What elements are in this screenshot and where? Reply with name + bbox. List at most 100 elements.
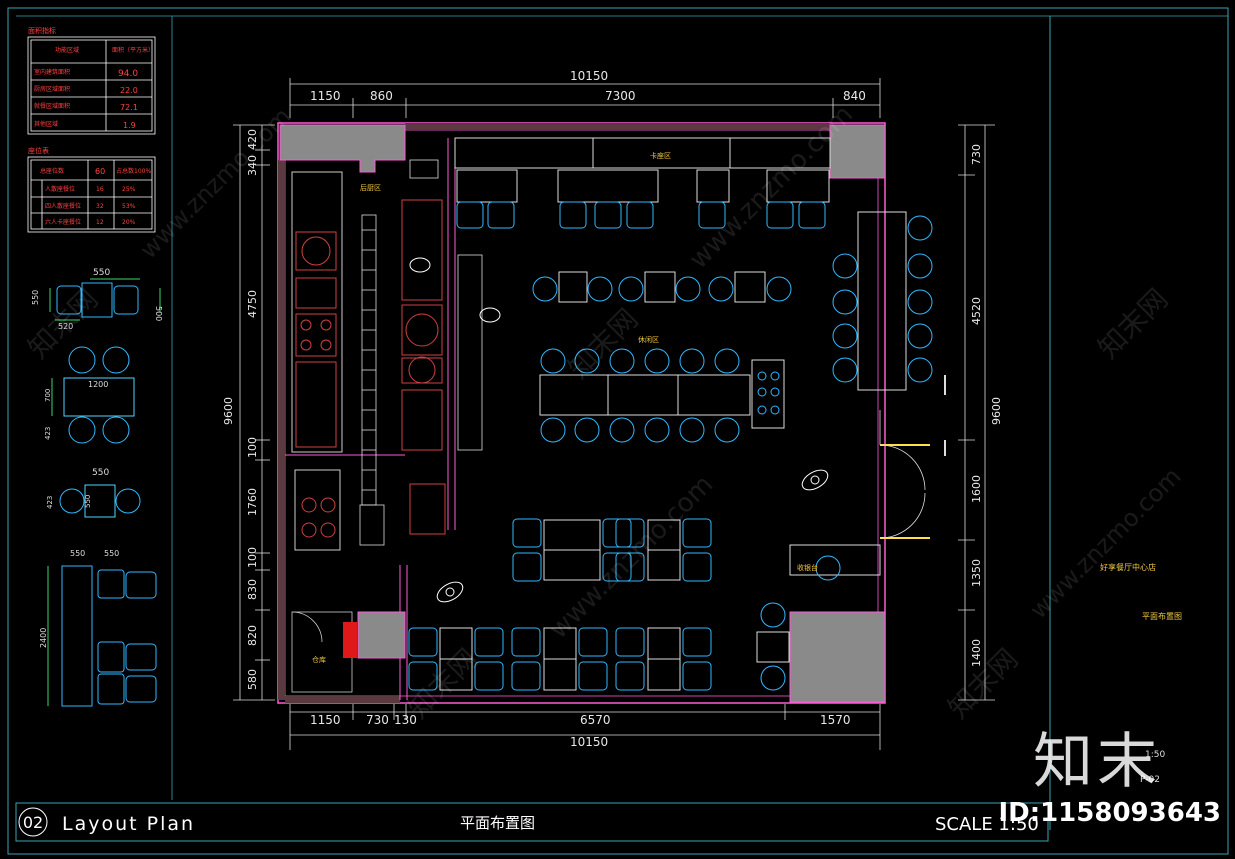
legend-two-seat-block <box>49 278 161 321</box>
sheet-id-small: P-02 <box>1140 775 1160 785</box>
dim-bottom-730: 730 <box>366 713 389 727</box>
legend-dim-423a: 423 <box>44 427 52 440</box>
dim-bottom-1150: 1150 <box>310 713 341 727</box>
kitchen-equipment <box>291 171 446 551</box>
seat-row3-count: 12 <box>96 219 104 226</box>
legend-dim-500: 500 <box>154 306 163 321</box>
seat-table-heading: 座位表 <box>28 146 49 155</box>
watermark-block: 知末 ID:1158093643 <box>998 730 1221 828</box>
seat-table <box>27 156 156 233</box>
seat-total-pct: 占总数100% <box>116 167 151 175</box>
seat-row1-count: 16 <box>96 186 104 193</box>
scale-label: SCALE 1:50 <box>935 814 1039 835</box>
dim-bottom-130: 130 <box>394 713 417 727</box>
project-name: 好享餐厅中心店 <box>1100 562 1156 572</box>
dining-tables-bottom <box>408 627 712 691</box>
storage-room <box>291 611 357 693</box>
dim-top-1150: 1150 <box>310 89 341 103</box>
watermark-logo: 知末 <box>1033 727 1161 797</box>
sheet-border <box>7 7 1229 855</box>
kitchen-label: 后厨区 <box>360 183 381 192</box>
seat-row3-pct: 20% <box>122 219 136 226</box>
dining-tables-middle <box>512 518 712 582</box>
legend-dim-550f: 550 <box>104 549 119 558</box>
dim-right-1350: 1350 <box>970 559 983 587</box>
dim-left-820: 820 <box>246 625 259 646</box>
seat-row1-label: 人散座餐位 <box>45 185 75 193</box>
dim-left-830: 830 <box>246 579 259 600</box>
dim-top-total: 10150 <box>570 69 608 83</box>
sheet-number: 02 <box>23 813 43 832</box>
structural-columns <box>279 124 886 703</box>
title-strip <box>15 802 1049 842</box>
cashier-counter <box>756 544 881 691</box>
kitchen-conveyor <box>359 159 483 546</box>
area-row3-label: 就餐区域面积 <box>34 102 70 110</box>
dining-tables-row2 <box>532 271 792 303</box>
dim-left-1760: 1760 <box>246 488 259 516</box>
booth-seating-top <box>454 137 831 229</box>
watermark-overlay: www.znzmo.com www.znzmo.com www.znzmo.co… <box>22 100 1187 725</box>
svg-text:知末网: 知末网 <box>1092 282 1175 365</box>
seat-row2-pct: 53% <box>122 203 136 210</box>
dim-left-100b: 100 <box>246 547 259 568</box>
legend-dim-2400: 2400 <box>39 628 48 648</box>
legend-dim-550c: 550 <box>92 468 109 478</box>
svg-text:www.znzmo.com: www.znzmo.com <box>134 102 296 264</box>
legend-dim-550b: 550 <box>31 290 40 305</box>
dim-top-840: 840 <box>843 89 866 103</box>
area-header-2: 面积（平方米） <box>112 46 154 54</box>
seat-row1-pct: 25% <box>122 186 136 193</box>
cashier-label: 收银台 <box>797 563 818 572</box>
person-figures <box>409 257 829 603</box>
sheet-name: 平面布置图 <box>1142 611 1182 621</box>
dim-bottom-1570: 1570 <box>820 713 851 727</box>
legend-dim-550d: 550 <box>84 495 92 508</box>
area-row1-value: 94.0 <box>118 69 138 79</box>
dim-right-4520: 4520 <box>970 297 983 325</box>
dimension-lines <box>233 78 995 750</box>
dim-left-580: 580 <box>246 669 259 690</box>
window-bar-table <box>832 211 933 391</box>
svg-text:知末网: 知末网 <box>562 302 645 385</box>
area-row2-label: 厨房区域面积 <box>34 85 70 93</box>
dim-right-total: 9600 <box>990 397 1003 425</box>
sheet-scale-small: 1:50 <box>1145 750 1165 760</box>
area-table <box>27 36 156 135</box>
long-table <box>539 348 785 443</box>
svg-text:www.znzmo.com: www.znzmo.com <box>1024 462 1186 624</box>
seat-row3-label: 六人卡座餐位 <box>45 218 81 226</box>
area-header-1: 功能区域 <box>55 46 79 54</box>
dim-top-7300: 7300 <box>605 89 636 103</box>
legend-dim-550e: 550 <box>70 549 85 558</box>
entrance-doors <box>879 375 946 539</box>
legend-round-block <box>59 484 141 518</box>
dim-right-1600: 1600 <box>970 475 983 503</box>
sheet-number-circle <box>18 807 48 837</box>
area-row2-value: 22.0 <box>120 86 138 95</box>
area-row4-label: 其他区域 <box>34 120 58 128</box>
seat-row2-label: 四人散座餐位 <box>45 202 81 210</box>
dim-bottom-6570: 6570 <box>580 713 611 727</box>
layout-title-cn: 平面布置图 <box>460 814 535 832</box>
dim-left-4750: 4750 <box>246 290 259 318</box>
hall-label: 休闲区 <box>638 335 659 344</box>
legend-dim-1200: 1200 <box>88 380 108 389</box>
dim-left-total: 9600 <box>222 397 235 425</box>
watermark-id: ID:1158093643 <box>998 798 1221 828</box>
legend-booth-block <box>47 565 157 707</box>
dim-right-730: 730 <box>970 144 983 165</box>
legend-four-seat-block <box>51 346 135 444</box>
storage-label: 仓库 <box>312 655 326 664</box>
seat-total-value: 60 <box>95 167 105 176</box>
dim-bottom-total: 10150 <box>570 735 608 749</box>
legend-dim-700: 700 <box>44 389 52 402</box>
dim-top-860: 860 <box>370 89 393 103</box>
booth-area-label: 卡座区 <box>650 151 671 160</box>
layout-title-en: Layout Plan <box>62 813 195 835</box>
area-row3-value: 72.1 <box>120 103 138 112</box>
area-row4-value: 1.9 <box>123 121 136 130</box>
dim-right-1400: 1400 <box>970 639 983 667</box>
legend-dim-520: 520 <box>58 322 73 331</box>
